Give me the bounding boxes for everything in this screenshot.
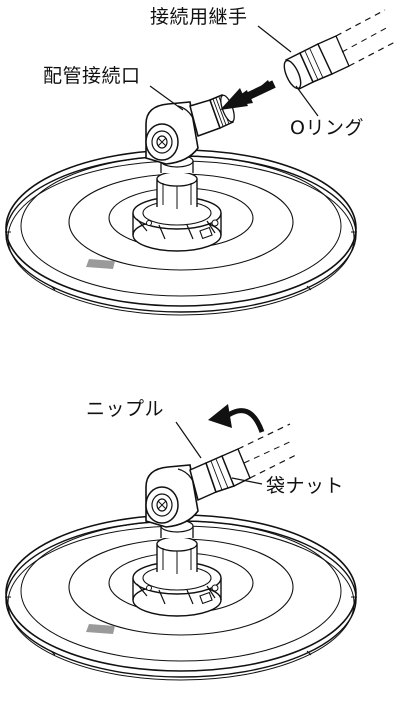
label-pipe-connection-port: 配管接続口: [43, 65, 141, 87]
bottom-leader-lines: [175, 421, 263, 485]
label-cap-nut: 袋ナット: [266, 475, 345, 497]
rotate-arrow: [208, 404, 265, 433]
bottom-elbow-fitting: [145, 423, 297, 528]
label-nipple: ニップル: [86, 398, 165, 420]
label-connection-fitting: 接続用継手: [150, 6, 248, 28]
connection-fitting: [283, 9, 396, 91]
top-leader-lines: [149, 25, 319, 117]
label-o-ring: Oリング: [290, 117, 364, 139]
insert-arrow: [220, 80, 276, 110]
